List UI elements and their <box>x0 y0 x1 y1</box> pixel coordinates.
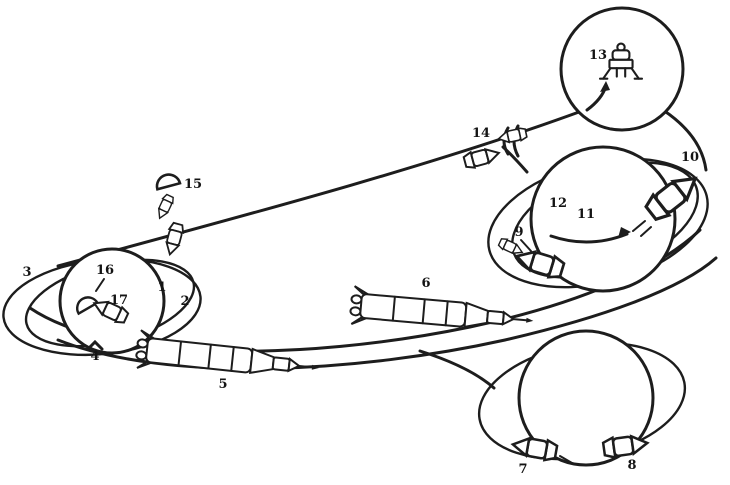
stage-label-5: 5 <box>218 377 227 392</box>
label-9-leader <box>520 239 532 252</box>
spacecraft-15a-icon <box>153 192 176 222</box>
spacecraft-14b-icon <box>496 125 529 146</box>
stage-label-14: 14 <box>472 126 490 141</box>
stage-labels: 1 2 3 4 5 6 7 8 9 10 11 12 13 14 15 16 1… <box>22 48 699 477</box>
moon-circle-mid-icon <box>529 145 677 293</box>
stage-label-13: 13 <box>589 48 607 63</box>
stage-label-3: 3 <box>22 265 31 280</box>
top-moon-right-connector <box>661 108 708 172</box>
earth-orbit-chevron <box>86 339 104 351</box>
top-moon-arc-arrowhead <box>600 81 610 92</box>
stage-label-12: 12 <box>549 196 567 211</box>
mid-moon-arc-arrowhead <box>618 227 631 238</box>
stage-label-8: 8 <box>627 458 636 473</box>
stage-label-4: 4 <box>90 349 99 364</box>
stage-label-17: 17 <box>110 293 128 308</box>
stage-label-15: 15 <box>184 177 202 192</box>
stage-label-2: 2 <box>180 294 189 309</box>
earth-circle-icon <box>58 247 166 355</box>
stage-label-7: 7 <box>518 462 527 477</box>
moon-circle-bottom-icon <box>517 329 655 467</box>
stage-label-11: 11 <box>577 207 595 222</box>
capsule-15-icon <box>153 170 182 191</box>
spacecraft-10-plume <box>632 220 652 237</box>
stage-label-6: 6 <box>421 276 430 291</box>
spacecraft-15b-icon <box>161 221 186 258</box>
label-16-leader <box>95 278 105 292</box>
stage-label-1: 1 <box>157 280 166 295</box>
spacecraft-7-plume <box>559 455 573 464</box>
stage-label-16: 16 <box>96 263 114 278</box>
bottom-moon-connector <box>418 349 496 390</box>
stage-label-10: 10 <box>681 150 699 165</box>
stage-label-9: 9 <box>514 225 523 240</box>
spacecraft-group <box>72 42 705 464</box>
